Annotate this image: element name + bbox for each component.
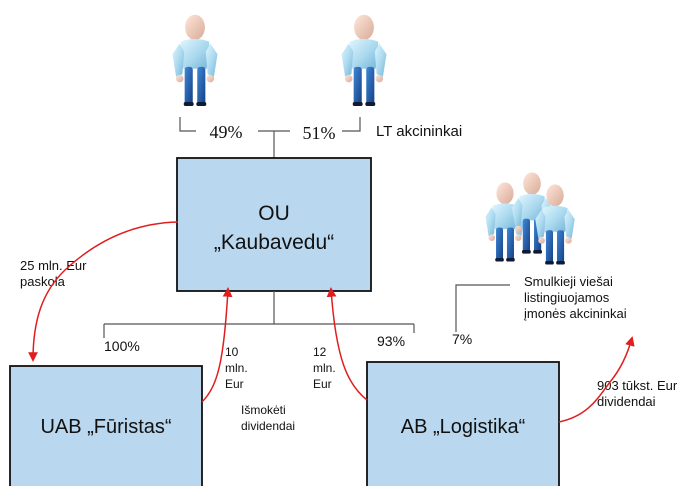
paid-dividends-line-2: dividendai	[241, 419, 295, 433]
left-subsidiary-name: UAB „Fūristas“	[40, 416, 171, 438]
shareholder-person-left	[172, 14, 218, 107]
left-dividend-amount: 10 mln. Eur	[225, 345, 251, 391]
left-dividend-arrow-up-icon	[201, 287, 233, 403]
minority-dividend-arrow-up-icon	[558, 336, 635, 423]
minority-shareholder-label: Smulkieji viešai listingiuojamos įmonės …	[524, 274, 627, 321]
minority-shareholder-group	[485, 172, 575, 265]
left-subsidiary-box	[9, 365, 203, 486]
person-icon	[172, 14, 218, 107]
right-subsidiary-share: 93%	[377, 333, 405, 349]
left-dividend-line-1: 10	[225, 345, 239, 359]
minority-dividend-line-1: 903 tūkst. Eur	[597, 378, 678, 393]
top-right-share: 51%	[303, 123, 336, 143]
minority-label-line-1: Smulkieji viešai	[524, 274, 613, 289]
parent-company-line-1: OU	[258, 202, 290, 225]
loan-label: 25 mln. Eur paskola	[20, 258, 90, 289]
right-dividend-line-3: Eur	[313, 377, 332, 391]
paid-dividends-line-1: Išmokėti	[241, 403, 286, 417]
loan-line-1: 25 mln. Eur	[20, 258, 87, 273]
right-subsidiary-name: AB „Logistika“	[401, 416, 526, 438]
minority-dividend-line-2: dividendai	[597, 394, 656, 409]
right-dividend-line-2: mln.	[313, 361, 336, 375]
top-ownership-lines	[179, 117, 361, 158]
person-icon	[341, 14, 387, 107]
right-dividend-arrow-up-icon	[326, 287, 368, 401]
group-icon	[485, 172, 575, 265]
loan-arrow-down-icon	[28, 221, 179, 362]
parent-company-line-2: „Kaubavedu“	[214, 231, 334, 254]
minority-label-line-3: įmonės akcininkai	[524, 306, 627, 321]
right-subsidiary-box	[366, 361, 560, 486]
top-right-shareholder-label: LT akcininkai	[376, 123, 462, 140]
parent-company-box	[176, 157, 372, 292]
shareholder-person-right	[341, 14, 387, 107]
top-left-share: 49%	[210, 122, 243, 142]
left-dividend-line-3: Eur	[225, 377, 244, 391]
minority-share: 7%	[452, 331, 472, 347]
minority-label-line-2: listingiuojamos	[524, 290, 610, 305]
left-subsidiary-share: 100%	[104, 338, 140, 354]
paid-dividends-label: Išmokėti dividendai	[241, 403, 295, 433]
left-dividend-line-2: mln.	[225, 361, 248, 375]
right-dividend-line-1: 12	[313, 345, 327, 359]
loan-line-2: paskola	[20, 274, 66, 289]
minority-dividend-label: 903 tūkst. Eur dividendai	[597, 378, 681, 409]
right-dividend-amount: 12 mln. Eur	[313, 345, 339, 391]
subsidiary-ownership-lines	[103, 284, 510, 338]
